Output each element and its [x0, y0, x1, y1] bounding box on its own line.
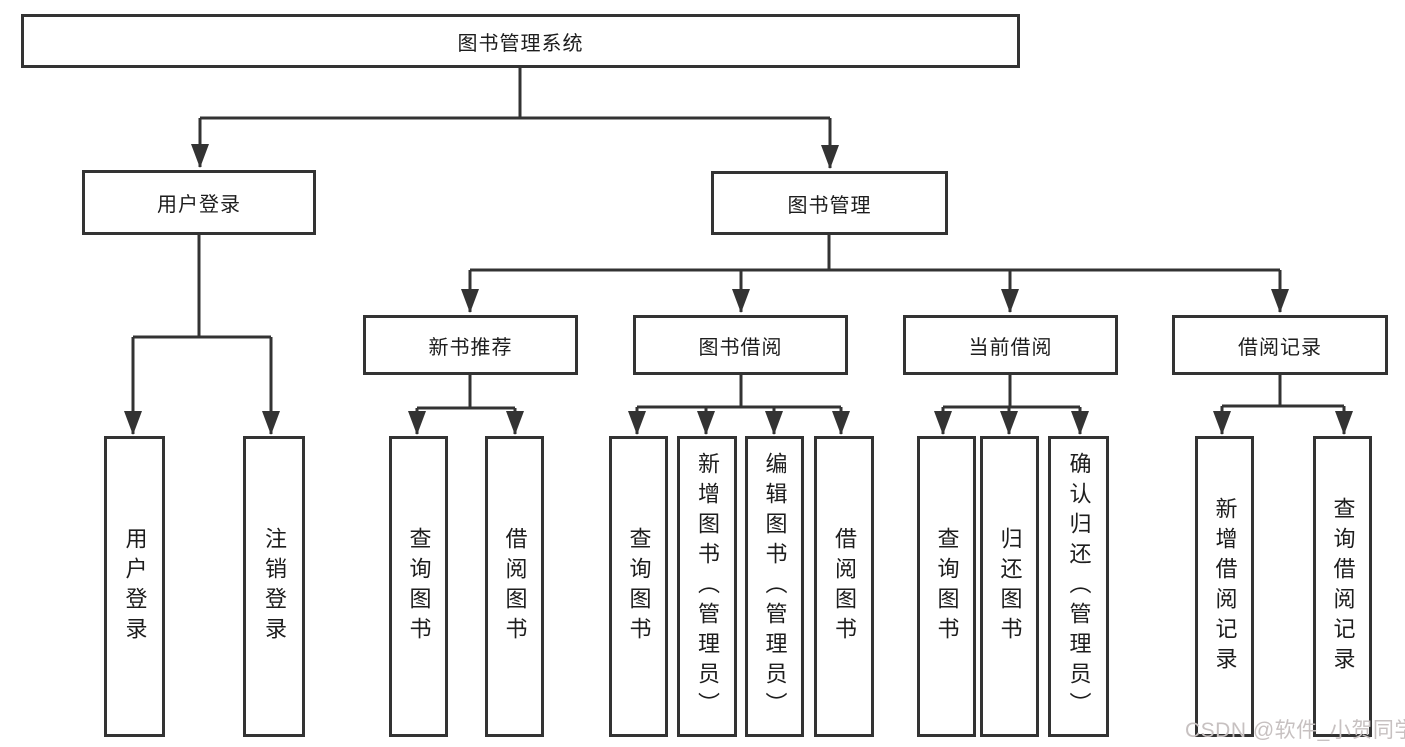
leaf-add-books-admin: 新增图书（管理员） — [677, 436, 737, 737]
leaf-label: 借阅图书 — [502, 526, 528, 647]
node-label: 当前借阅 — [968, 336, 1053, 359]
leaf-label: 查询图书 — [406, 526, 432, 647]
leaf-borrow-books-newbook: 借阅图书 — [485, 436, 544, 737]
node-label: 图书管理 — [787, 194, 872, 217]
leaf-label: 查询借阅记录 — [1330, 496, 1356, 677]
leaf-return-books: 归还图书 — [980, 436, 1039, 737]
leaf-query-books-current: 查询图书 — [917, 436, 976, 737]
node-book-management-module: 图书管理 — [711, 171, 948, 235]
node-borrowing-records: 借阅记录 — [1172, 315, 1388, 375]
node-user-login-module: 用户登录 — [82, 170, 316, 235]
leaf-label: 编辑图书（管理员） — [762, 451, 788, 722]
node-label: 图书借阅 — [698, 336, 783, 359]
node-label: 新书推荐 — [428, 336, 513, 359]
leaf-query-books-borrow: 查询图书 — [609, 436, 668, 737]
leaf-query-books-newbook: 查询图书 — [389, 436, 448, 737]
node-new-book-recommendation: 新书推荐 — [363, 315, 578, 375]
leaf-label: 借阅图书 — [832, 526, 857, 647]
node-current-borrowing: 当前借阅 — [903, 315, 1118, 375]
leaf-query-borrow-record: 查询借阅记录 — [1313, 436, 1372, 737]
node-library-management-system: 图书管理系统 — [21, 14, 1020, 68]
leaf-edit-books-admin: 编辑图书（管理员） — [745, 436, 804, 737]
leaf-user-login: 用户登录 — [104, 436, 165, 737]
node-label: 用户登录 — [157, 194, 241, 216]
node-book-borrowing: 图书借阅 — [633, 315, 848, 375]
leaf-label: 查询图书 — [626, 526, 652, 647]
leaf-borrow-books-borrow: 借阅图书 — [814, 436, 874, 737]
leaf-label: 用户登录 — [122, 526, 148, 647]
leaf-label: 注销登录 — [262, 526, 287, 647]
leaf-confirm-return-admin: 确认归还（管理员） — [1048, 436, 1109, 737]
node-label: 图书管理系统 — [457, 32, 584, 55]
leaf-logout: 注销登录 — [243, 436, 305, 737]
leaf-label: 新增借阅记录 — [1212, 496, 1238, 677]
leaf-label: 查询图书 — [934, 526, 960, 647]
watermark: CSDN @软件_小贺同学 — [1185, 719, 1405, 742]
leaf-add-borrow-record: 新增借阅记录 — [1195, 436, 1254, 737]
leaf-label: 确认归还（管理员） — [1066, 451, 1092, 722]
leaf-label: 新增图书（管理员） — [695, 451, 720, 722]
node-label: 借阅记录 — [1238, 336, 1322, 359]
leaf-label: 归还图书 — [997, 526, 1023, 647]
